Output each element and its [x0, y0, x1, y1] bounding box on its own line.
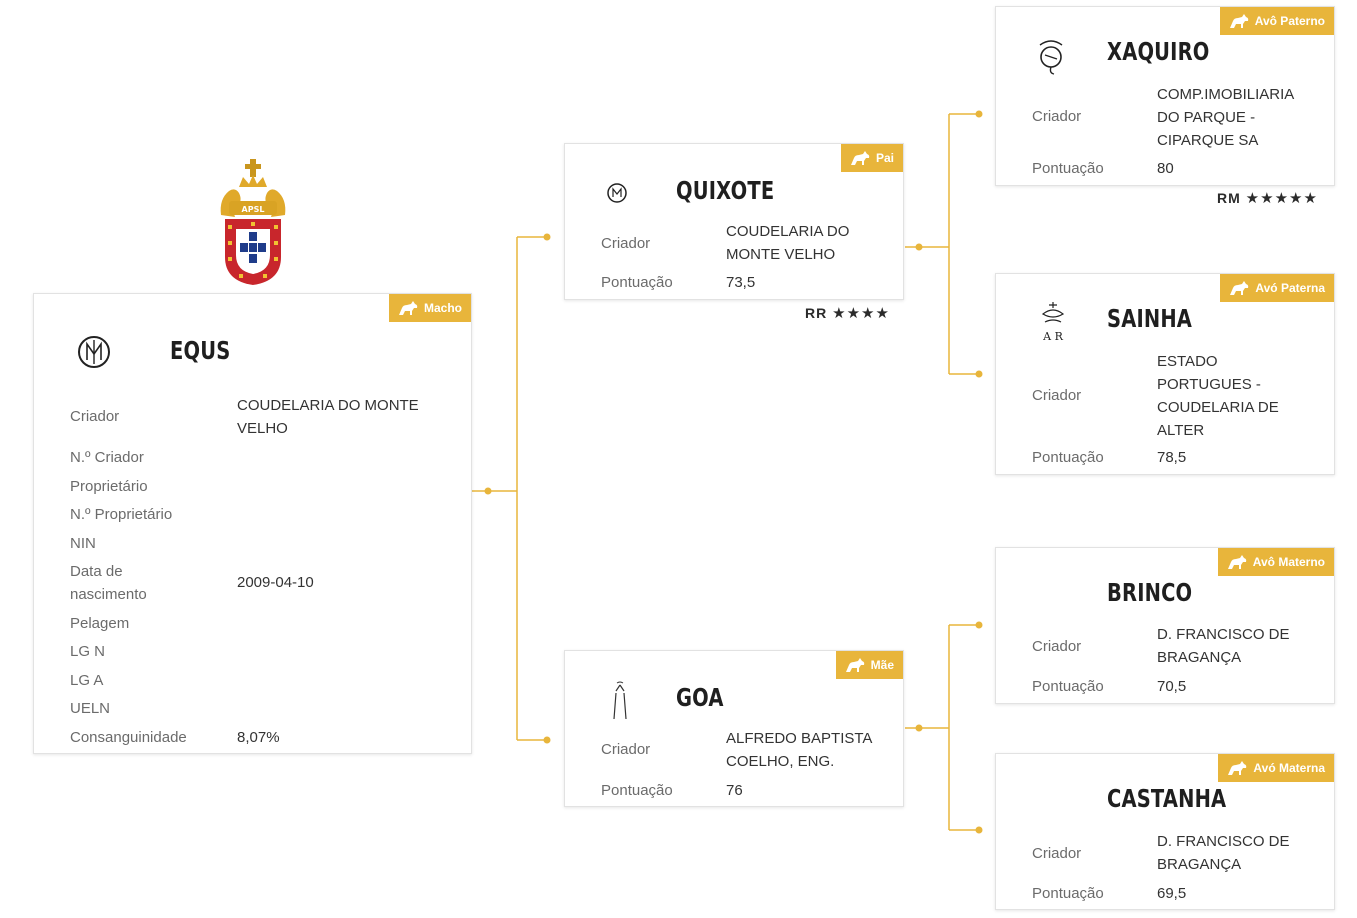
sire-badge: Pai — [840, 144, 903, 172]
rating-code: RR — [805, 305, 828, 321]
criador-value: D. FRANCISCO DE BRAGANÇA — [1157, 626, 1290, 666]
horse-icon — [850, 151, 870, 165]
consanguinidade-label: Consanguinidade — [70, 729, 187, 746]
rating-stars: ★★★★ — [832, 305, 890, 322]
pontuacao-value: 69,5 — [1157, 885, 1187, 902]
horse-name: SAINHA — [1107, 304, 1193, 333]
sire-card[interactable]: Pai QUIXOTE Criador COUDELARIA DO MONTE … — [564, 143, 904, 300]
horse-icon — [1228, 761, 1247, 775]
pontuacao-value: 70,5 — [1157, 678, 1187, 695]
sire-badge-label: Pai — [875, 151, 894, 165]
horse-icon — [1229, 14, 1248, 28]
horse-icon — [1227, 555, 1247, 569]
pontuacao-value: 73,5 — [726, 274, 756, 291]
dam-badge-label: Mãe — [870, 658, 894, 672]
criador-value: COUDELARIA DO MONTE VELHO — [726, 223, 850, 263]
horse-name: XAQUIRO — [1107, 37, 1210, 66]
pontuacao-label: Pontuação — [601, 782, 673, 799]
mgd-badge: Avó Materna — [1218, 754, 1334, 782]
pgs-rating: RM ★★★★★ — [1217, 189, 1318, 207]
lg-n-label: LG N — [70, 643, 106, 660]
sainha-brand-text: A R — [1042, 330, 1063, 343]
pontuacao-value: 76 — [726, 782, 743, 799]
dam-badge: Mãe — [835, 651, 903, 679]
pontuacao-label: Pontuação — [1032, 449, 1104, 466]
rating-stars: ★★★★★ — [1245, 190, 1318, 207]
breeder-brand-mark-icon — [1039, 40, 1063, 75]
criador-label: Criador — [1032, 845, 1082, 862]
pontuacao-label: Pontuação — [1032, 885, 1104, 902]
birth-date-value: 2009-04-10 — [237, 574, 314, 591]
apsl-crest-logo: APSL — [220, 159, 286, 285]
ueln-label: UELN — [70, 700, 111, 717]
horse-name: QUIXOTE — [676, 176, 775, 205]
horse-name: GOA — [676, 683, 724, 712]
horse-icon — [845, 658, 864, 672]
pontuacao-value: 80 — [1157, 160, 1174, 177]
criador-label: Criador — [1032, 387, 1082, 404]
criador-label: Criador — [601, 235, 651, 252]
horse-name: EQUS — [170, 336, 231, 365]
sex-badge: Macho — [388, 294, 471, 322]
breeder-brand-mark-icon — [78, 336, 110, 368]
nin-label: NIN — [70, 535, 96, 552]
lg-a-label: LG A — [70, 672, 104, 689]
horse-name: CASTANHA — [1107, 784, 1227, 813]
consanguinidade-value: 8,07% — [237, 729, 280, 746]
mgs-badge: Avô Materno — [1217, 548, 1334, 576]
dam-card[interactable]: Mãe GOA Criador ALFREDO BAPTISTA COELHO,… — [564, 650, 904, 807]
pontuacao-value: 78,5 — [1157, 449, 1187, 466]
main-horse-card: Macho EQUS Criador COUDELARIA DO MONTE V… — [33, 293, 472, 754]
pgs-badge: Avô Paterno — [1219, 7, 1334, 35]
criador-label: Criador — [70, 408, 120, 425]
maternal-granddam-card[interactable]: Avó Materna CASTANHA Criador D. FRANCISC… — [995, 753, 1335, 910]
breeder-brand-mark-icon: A R — [1041, 302, 1065, 343]
sex-badge-label: Macho — [423, 301, 462, 315]
criador-label: Criador — [1032, 108, 1082, 125]
pontuacao-label: Pontuação — [601, 274, 673, 291]
proprietario-label: Proprietário — [70, 478, 148, 495]
criador-value: ESTADO PORTUGUES - COUDELARIA DE ALTER — [1157, 353, 1279, 439]
criador-value: D. FRANCISCO DE BRAGANÇA — [1157, 833, 1290, 873]
pgd-badge-label: Avó Paterna — [1255, 281, 1325, 295]
pontuacao-label: Pontuação — [1032, 160, 1104, 177]
rating-code: RM — [1217, 190, 1241, 206]
criador-label: Criador — [601, 741, 651, 758]
mgd-badge-label: Avó Materna — [1253, 761, 1325, 775]
sire-rating: RR ★★★★ — [805, 304, 890, 322]
breeder-brand-mark-icon — [613, 681, 627, 720]
criador-value: COUDELARIA DO MONTE VELHO — [237, 397, 419, 437]
criador-value: ALFREDO BAPTISTA COELHO, ENG. — [726, 730, 872, 770]
horse-icon — [1230, 281, 1249, 295]
pontuacao-label: Pontuação — [1032, 678, 1104, 695]
breeder-brand-mark-icon — [607, 183, 627, 203]
n-criador-label: N.º Criador — [70, 449, 144, 466]
mgs-badge-label: Avô Materno — [1252, 555, 1325, 569]
crest-text: APSL — [242, 205, 265, 214]
criador-label: Criador — [1032, 638, 1082, 655]
maternal-grandsire-card[interactable]: Avô Materno BRINCO Criador D. FRANCISCO … — [995, 547, 1335, 704]
pgd-badge: Avó Paterna — [1220, 274, 1334, 302]
birth-date-label: Data de nascimento — [70, 563, 147, 603]
pelagem-label: Pelagem — [70, 615, 130, 632]
horse-icon — [398, 301, 418, 315]
pgs-badge-label: Avô Paterno — [1254, 14, 1325, 28]
criador-value: COMP.IMOBILIARIA DO PARQUE - CIPARQUE SA — [1157, 86, 1294, 149]
paternal-grandsire-card[interactable]: Avô Paterno XAQUIRO Criador COMP.IMOBILI… — [995, 6, 1335, 186]
horse-name: BRINCO — [1107, 578, 1193, 607]
paternal-granddam-card[interactable]: Avó Paterna A R SAINHA Criador ESTADO PO… — [995, 273, 1335, 475]
n-proprietario-label: N.º Proprietário — [70, 506, 173, 523]
